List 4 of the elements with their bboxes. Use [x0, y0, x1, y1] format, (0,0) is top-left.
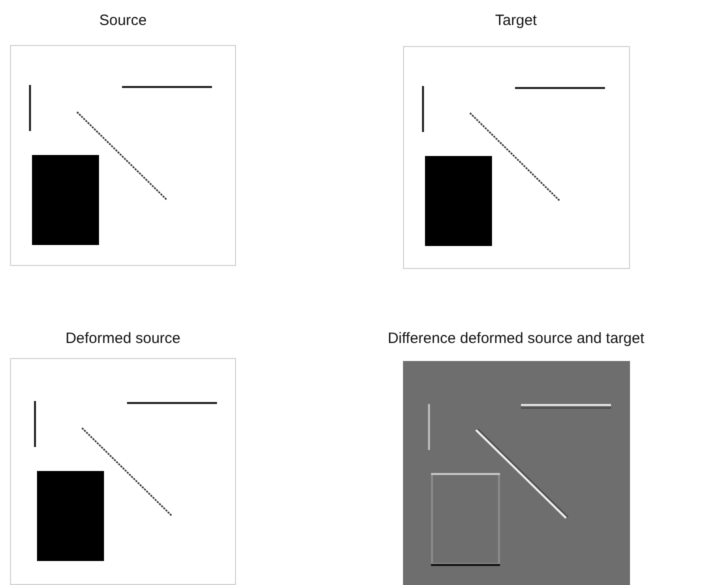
panel-title: Difference deformed source and target [388, 330, 644, 347]
panel-title: Deformed source [65, 330, 181, 347]
panel-title: Target [495, 12, 537, 29]
panel-title: Source [99, 12, 147, 29]
